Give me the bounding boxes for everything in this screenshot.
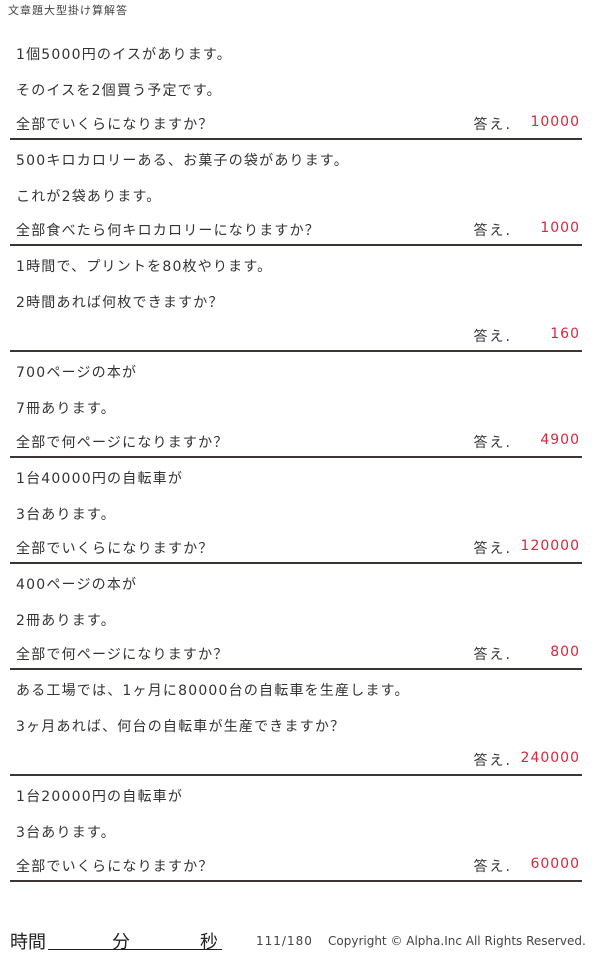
problem-text-line: 2時間あれば何枚できますか？ bbox=[16, 295, 224, 311]
problem-text-line: 700ページの本が bbox=[16, 365, 138, 381]
answer: 答え. 120000 bbox=[474, 538, 580, 558]
answer: 答え. 800 bbox=[474, 644, 580, 664]
copyright-notice: Copyright © Alpha.Inc All Rights Reserve… bbox=[328, 934, 586, 948]
seconds-label: 秒 bbox=[200, 932, 218, 953]
problem-block: 500キロカロリーある、お菓子の袋があります。これが2袋あります。全部食べたら何… bbox=[10, 140, 582, 246]
problem-text-line: 1時間で、プリントを80枚やります。 bbox=[16, 259, 273, 275]
answer-value: 1000 bbox=[540, 220, 580, 236]
time-entry-line bbox=[48, 949, 222, 950]
problem-block: 1台40000円の自転車が 3台あります。全部でいくらになりますか？ 答え. 1200… bbox=[10, 458, 582, 564]
problem-text-line: 1台20000円の自転車が bbox=[16, 789, 184, 805]
answer-value: 4900 bbox=[540, 432, 580, 448]
answer-value: 120000 bbox=[520, 538, 580, 554]
problem-text-line: 3台あります。 bbox=[16, 507, 116, 523]
answer-label: 答え. bbox=[473, 117, 512, 133]
answer: 答え. 160 bbox=[474, 326, 580, 346]
problem-block: ある工場では、1ヶ月に80000台の自転車を生産します。 3ヶ月あれば、何台の自転… bbox=[10, 670, 582, 776]
problem-text-line: 全部食べたら何キロカロリーになりますか？ bbox=[16, 223, 320, 239]
problem-block: 1台20000円の自転車が 3台あります。全部でいくらになりますか？ 答え. 6000… bbox=[10, 776, 582, 882]
answer: 答え. 10000 bbox=[474, 114, 580, 134]
page-number: 111/180 bbox=[256, 934, 313, 948]
time-label: 時間 bbox=[10, 932, 46, 953]
problem-text-line: 7冊あります。 bbox=[16, 401, 116, 417]
answer: 答え. 1000 bbox=[474, 220, 580, 240]
answer: 答え. 4900 bbox=[474, 432, 580, 452]
problem-text-line: そのイスを2個買う予定です。 bbox=[16, 83, 222, 99]
problem-text-line: 500キロカロリーある、お菓子の袋があります。 bbox=[16, 153, 349, 169]
answer: 答え. 60000 bbox=[474, 856, 580, 876]
problem-block: 1個5000円のイスがあります。そのイスを2個買う予定です。全部でいくらになりま… bbox=[10, 34, 582, 140]
problem-block: 400ページの本が 2冊あります。全部で何ページになりますか？ 答え. 800 bbox=[10, 564, 582, 670]
footer: 時間 分 秒 111/180 Copyright © Alpha.Inc All… bbox=[0, 920, 600, 956]
problem-text-line: 1台40000円の自転車が bbox=[16, 471, 184, 487]
answer-value: 10000 bbox=[530, 114, 580, 130]
problem-text-line: 全部でいくらになりますか？ bbox=[16, 859, 214, 875]
problem-text-line: 全部で何ページになりますか？ bbox=[16, 647, 229, 663]
answer-value: 160 bbox=[550, 326, 580, 342]
worksheet-title: 文章題大型掛け算解答 bbox=[8, 4, 128, 17]
answer-label: 答え. bbox=[473, 329, 512, 345]
answer-label: 答え. bbox=[473, 541, 512, 557]
answer-label: 答え. bbox=[473, 753, 512, 769]
answer-value: 240000 bbox=[520, 750, 580, 766]
problem-text-line: 3台あります。 bbox=[16, 825, 116, 841]
problem-text-line: 全部で何ページになりますか？ bbox=[16, 435, 229, 451]
answer-label: 答え. bbox=[473, 435, 512, 451]
problem-text-line: ある工場では、1ヶ月に80000台の自転車を生産します。 bbox=[16, 683, 410, 699]
problem-text-line: 400ページの本が bbox=[16, 577, 138, 593]
answer-label: 答え. bbox=[473, 859, 512, 875]
answer-value: 60000 bbox=[530, 856, 580, 872]
problem-text-line: これが2袋あります。 bbox=[16, 189, 162, 205]
problem-text-line: 全部でいくらになりますか？ bbox=[16, 117, 214, 133]
problem-text-line: 2冊あります。 bbox=[16, 613, 116, 629]
problem-text-line: 3ヶ月あれば、何台の自転車が生産できますか？ bbox=[16, 719, 346, 735]
answer: 答え. 240000 bbox=[474, 750, 580, 770]
problem-text-line: 全部でいくらになりますか？ bbox=[16, 541, 214, 557]
answer-value: 800 bbox=[550, 644, 580, 660]
answer-label: 答え. bbox=[473, 647, 512, 663]
problem-block: 700ページの本が 7冊あります。全部で何ページになりますか？ 答え. 4900 bbox=[10, 352, 582, 458]
problem-block: 1時間で、プリントを80枚やります。 2時間あれば何枚できますか？ 答え. 160 bbox=[10, 246, 582, 352]
problem-text-line: 1個5000円のイスがあります。 bbox=[16, 47, 232, 63]
answer-label: 答え. bbox=[473, 223, 512, 239]
minutes-label: 分 bbox=[112, 932, 130, 953]
